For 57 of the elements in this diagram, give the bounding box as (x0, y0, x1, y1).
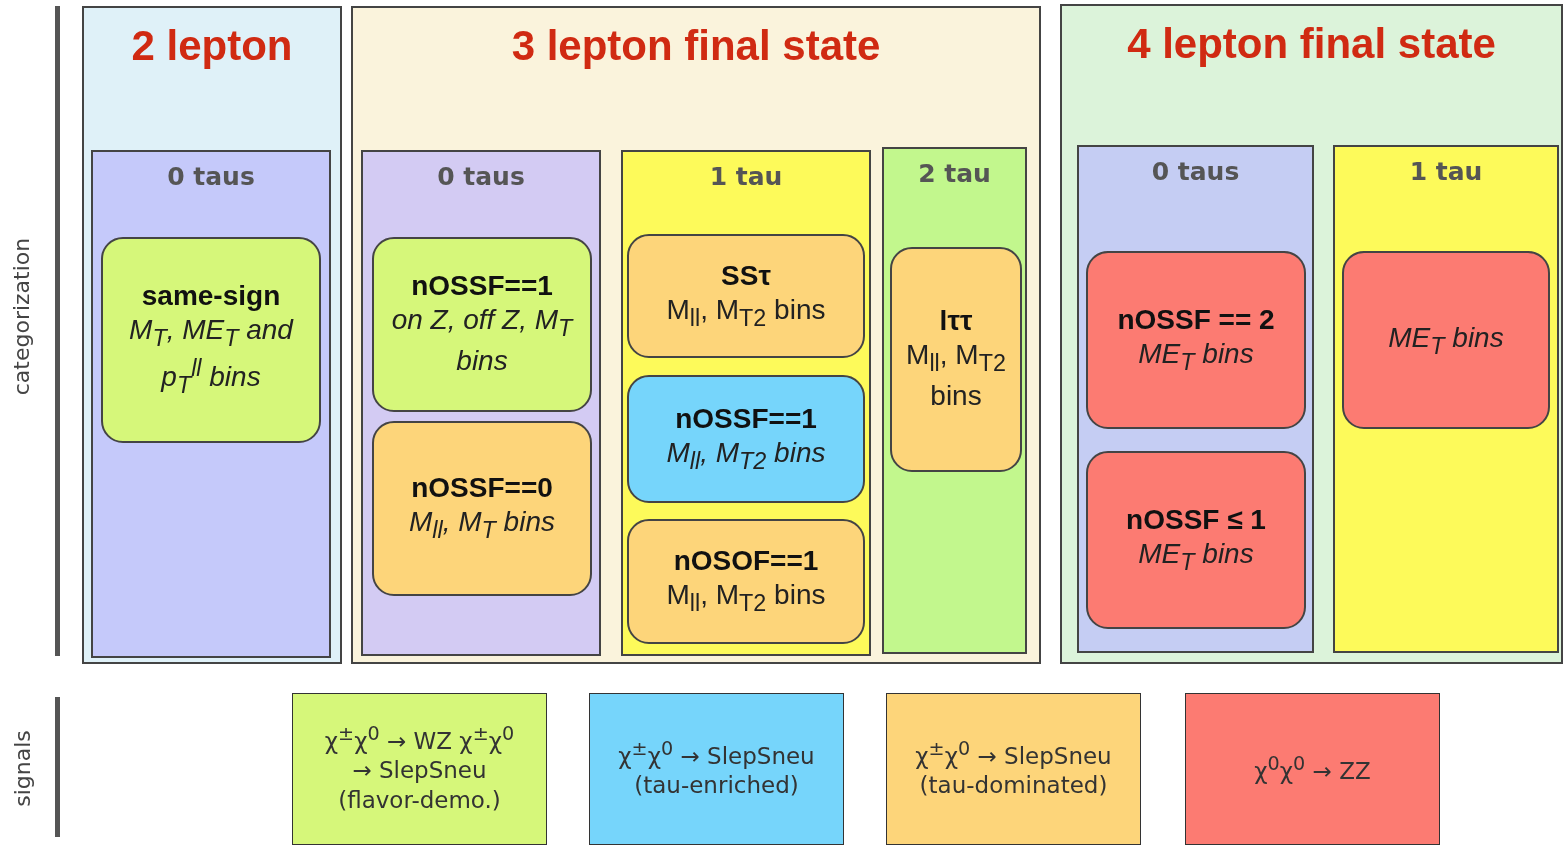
region-description: on Z, off Z, M$_{T}$ bins (390, 302, 575, 378)
region-box (1342, 251, 1550, 429)
signal-text: χ$^{±}$χ$^{0}$ → SlepSneu (tau-enriched) (618, 736, 815, 801)
subcategory-heading: 1 tau (708, 162, 784, 191)
signal-box (292, 693, 547, 845)
region-box (372, 237, 592, 412)
region-box (101, 237, 321, 443)
region-box (372, 421, 592, 596)
region-box (1086, 451, 1306, 629)
signal-text: χ$^{±}$χ$^{0}$ → SlepSneu (tau-dominated) (915, 736, 1112, 801)
region-description: M$_{ll}$, M$_{T2}$ bins (666, 578, 826, 618)
region-box (890, 247, 1022, 472)
region-box (627, 234, 865, 358)
region-name: SSτ (721, 259, 771, 292)
region-description: M$_{T}$, ME$_{T}$ and p$_{T}$$^{ll}$ bins (128, 312, 295, 400)
region-box (1086, 251, 1306, 429)
region-box (627, 519, 865, 644)
region-name: nOSSF==1 (411, 269, 553, 302)
signal-box (1185, 693, 1440, 845)
subcategory-heading: 0 taus (166, 162, 256, 191)
subcategory-heading: 0 taus (1150, 157, 1241, 186)
region-name: nOSOF==1 (673, 545, 819, 578)
subcategory-panel (91, 150, 331, 658)
region-name: same-sign (141, 279, 281, 312)
region-description: M$_{ll}$, M$_{T2}$ bins (905, 337, 1007, 413)
category-heading: 2 lepton (131, 22, 293, 70)
region-description: ME$_{T}$ bins (1388, 320, 1504, 361)
signal-text: χ$^{0}$χ$^{0}$ → ZZ (1254, 751, 1371, 786)
region-name: lττ (939, 304, 973, 337)
signal-box (886, 693, 1141, 845)
subcategory-heading: 1 tau (1408, 157, 1484, 186)
category-panel (1060, 4, 1563, 664)
subcategory-panel (1333, 145, 1559, 653)
category-panel (82, 6, 342, 664)
category-heading: 4 lepton final state (1127, 20, 1496, 68)
category-panel (351, 6, 1041, 664)
subcategory-panel (621, 150, 871, 656)
subcategory-panel (1077, 145, 1314, 653)
region-name: nOSSF==1 (675, 402, 817, 435)
subcategory-panel (882, 147, 1027, 654)
signal-text: χ$^{±}$χ$^{0}$ → WZ χ$^{±}$χ$^{0}$ → SlepSneu (flavor-demo.) (323, 721, 516, 816)
region-name: nOSSF ≤ 1 (1126, 503, 1266, 536)
subcategory-heading: 0 taus (436, 162, 526, 191)
region-description: ME$_{T}$ bins (1138, 536, 1254, 577)
signal-box (589, 693, 844, 845)
category-heading: 3 lepton final state (511, 22, 881, 70)
region-description: M$_{ll}$, M$_{T}$ bins (409, 505, 555, 545)
region-name: nOSSF == 2 (1117, 303, 1275, 336)
axis-label: categorization (9, 237, 35, 395)
region-description: M$_{ll}$, M$_{T2}$ bins (666, 292, 826, 333)
region-description: M$_{ll}$, M$_{T2}$ bins (666, 435, 826, 476)
subcategory-heading: 2 tau (917, 159, 992, 188)
region-description: ME$_{T}$ bins (1138, 336, 1254, 377)
region-name: nOSSF==0 (411, 472, 553, 505)
subcategory-panel (361, 150, 601, 656)
axis-label: signals (9, 729, 35, 807)
region-box (627, 375, 865, 503)
